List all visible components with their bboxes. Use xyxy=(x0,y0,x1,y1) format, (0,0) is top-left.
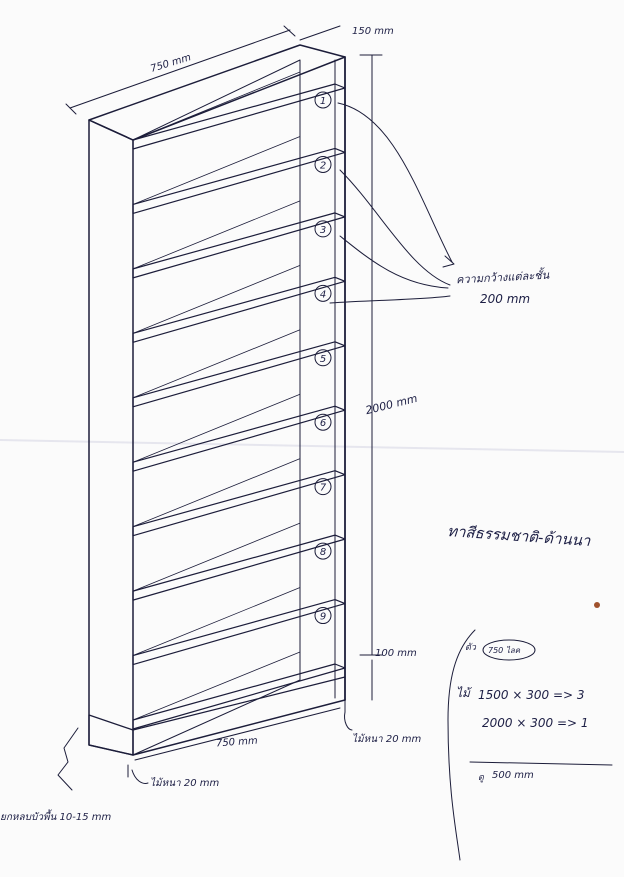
shelf-back-line xyxy=(132,200,301,270)
shelf-board xyxy=(132,276,346,343)
shelf-number-label: 5 xyxy=(320,354,326,365)
shelf-number-label: 1 xyxy=(320,96,326,107)
shelf-number-circle xyxy=(314,478,332,496)
leader-shelf-4 xyxy=(329,295,451,304)
depth-dim-line xyxy=(299,25,341,41)
shelf-back-line xyxy=(132,458,301,528)
materials-divider xyxy=(469,761,613,766)
back-panel xyxy=(132,59,301,756)
shelf-back-line xyxy=(132,329,301,399)
shelf-number-circle xyxy=(314,220,332,238)
shelf-number-label: 3 xyxy=(320,225,326,236)
shelf-back-line xyxy=(132,587,301,656)
materials-footer-prefix: ดู xyxy=(478,773,484,783)
shelf-number-label: 8 xyxy=(320,547,326,558)
shelf-number-label: 2 xyxy=(320,160,326,171)
leader-shelf-2 xyxy=(339,169,451,286)
materials-row-1: 1500 × 300 => 3 xyxy=(478,688,585,702)
materials-header-circled: 750 ไลค xyxy=(488,646,521,655)
shelf-number-markers: 1 2 3 4 5 6 7 8 9 xyxy=(314,91,332,625)
materials-row-2: 2000 × 300 => 1 xyxy=(482,716,589,730)
plinth-top-edge xyxy=(132,676,346,731)
shelf-board xyxy=(132,147,346,215)
depth-label: 150 mm xyxy=(352,26,394,37)
materials-bracket xyxy=(447,629,476,861)
bottom-thickness-leader xyxy=(131,769,149,784)
shelf-board xyxy=(132,663,346,730)
shelf-board xyxy=(132,83,346,150)
top-width-dim-line xyxy=(69,29,291,109)
materials-footer: 500 mm xyxy=(492,770,534,781)
shelf-number-label: 4 xyxy=(320,289,326,300)
shelf-number-label: 9 xyxy=(320,612,326,623)
top-width-dim-tick-left xyxy=(65,103,77,115)
shelf-board xyxy=(132,405,346,472)
shelf-number-label: 7 xyxy=(320,483,327,494)
shelf-board xyxy=(132,470,346,537)
plinth-note-leader xyxy=(57,727,79,791)
shelf-number-circle xyxy=(314,607,332,625)
shelf-back-line xyxy=(132,522,301,592)
materials-row1-prefix: ไม้ xyxy=(456,686,470,700)
materials-header-prefix: ตัว xyxy=(465,643,476,653)
plinth-left xyxy=(88,714,134,756)
shelf-number-circle xyxy=(314,284,332,302)
arrow-head xyxy=(442,255,455,268)
leader-shelf-3 xyxy=(339,235,449,289)
shelf-board xyxy=(132,598,346,666)
plinth-front xyxy=(132,699,346,756)
paper-fold xyxy=(0,439,624,453)
bottom-thickness-label: ไม้หนา 20 mm xyxy=(150,778,220,789)
shelf-back-line xyxy=(132,393,301,463)
shelf-number-circle xyxy=(314,542,332,560)
shelf-number-circle xyxy=(314,413,332,431)
ink-spot xyxy=(594,602,600,608)
shelf-back-line xyxy=(132,71,301,141)
shelf-number-label: 6 xyxy=(320,418,326,429)
plinth-label: 100 mm xyxy=(375,648,417,659)
side-thickness-leader xyxy=(344,711,353,731)
shelf-back-line xyxy=(132,136,301,205)
shelves xyxy=(132,71,346,730)
plinth-note: ยกหลบบัวพื้น 10-15 mm xyxy=(0,812,112,823)
shelf-number-circle xyxy=(314,91,332,109)
base-width-dim-line xyxy=(134,707,341,761)
leader-shelf-1 xyxy=(337,102,453,263)
top-face xyxy=(88,44,346,141)
shelf-board xyxy=(132,534,346,601)
shelf-back-line xyxy=(132,651,301,721)
shelf-number-circle xyxy=(314,349,332,367)
shelf-spacing-value: 200 mm xyxy=(480,292,531,306)
left-side-face xyxy=(88,119,134,756)
shelf-back-line xyxy=(132,264,301,334)
shelf-board xyxy=(132,341,346,408)
top-width-dim-tick-right xyxy=(283,25,296,37)
shelf-number-circle xyxy=(314,155,332,173)
materials-circled-marker xyxy=(482,639,536,661)
shelf-board xyxy=(132,212,346,279)
side-thickness-label: ไม้หนา 20 mm xyxy=(352,734,422,745)
